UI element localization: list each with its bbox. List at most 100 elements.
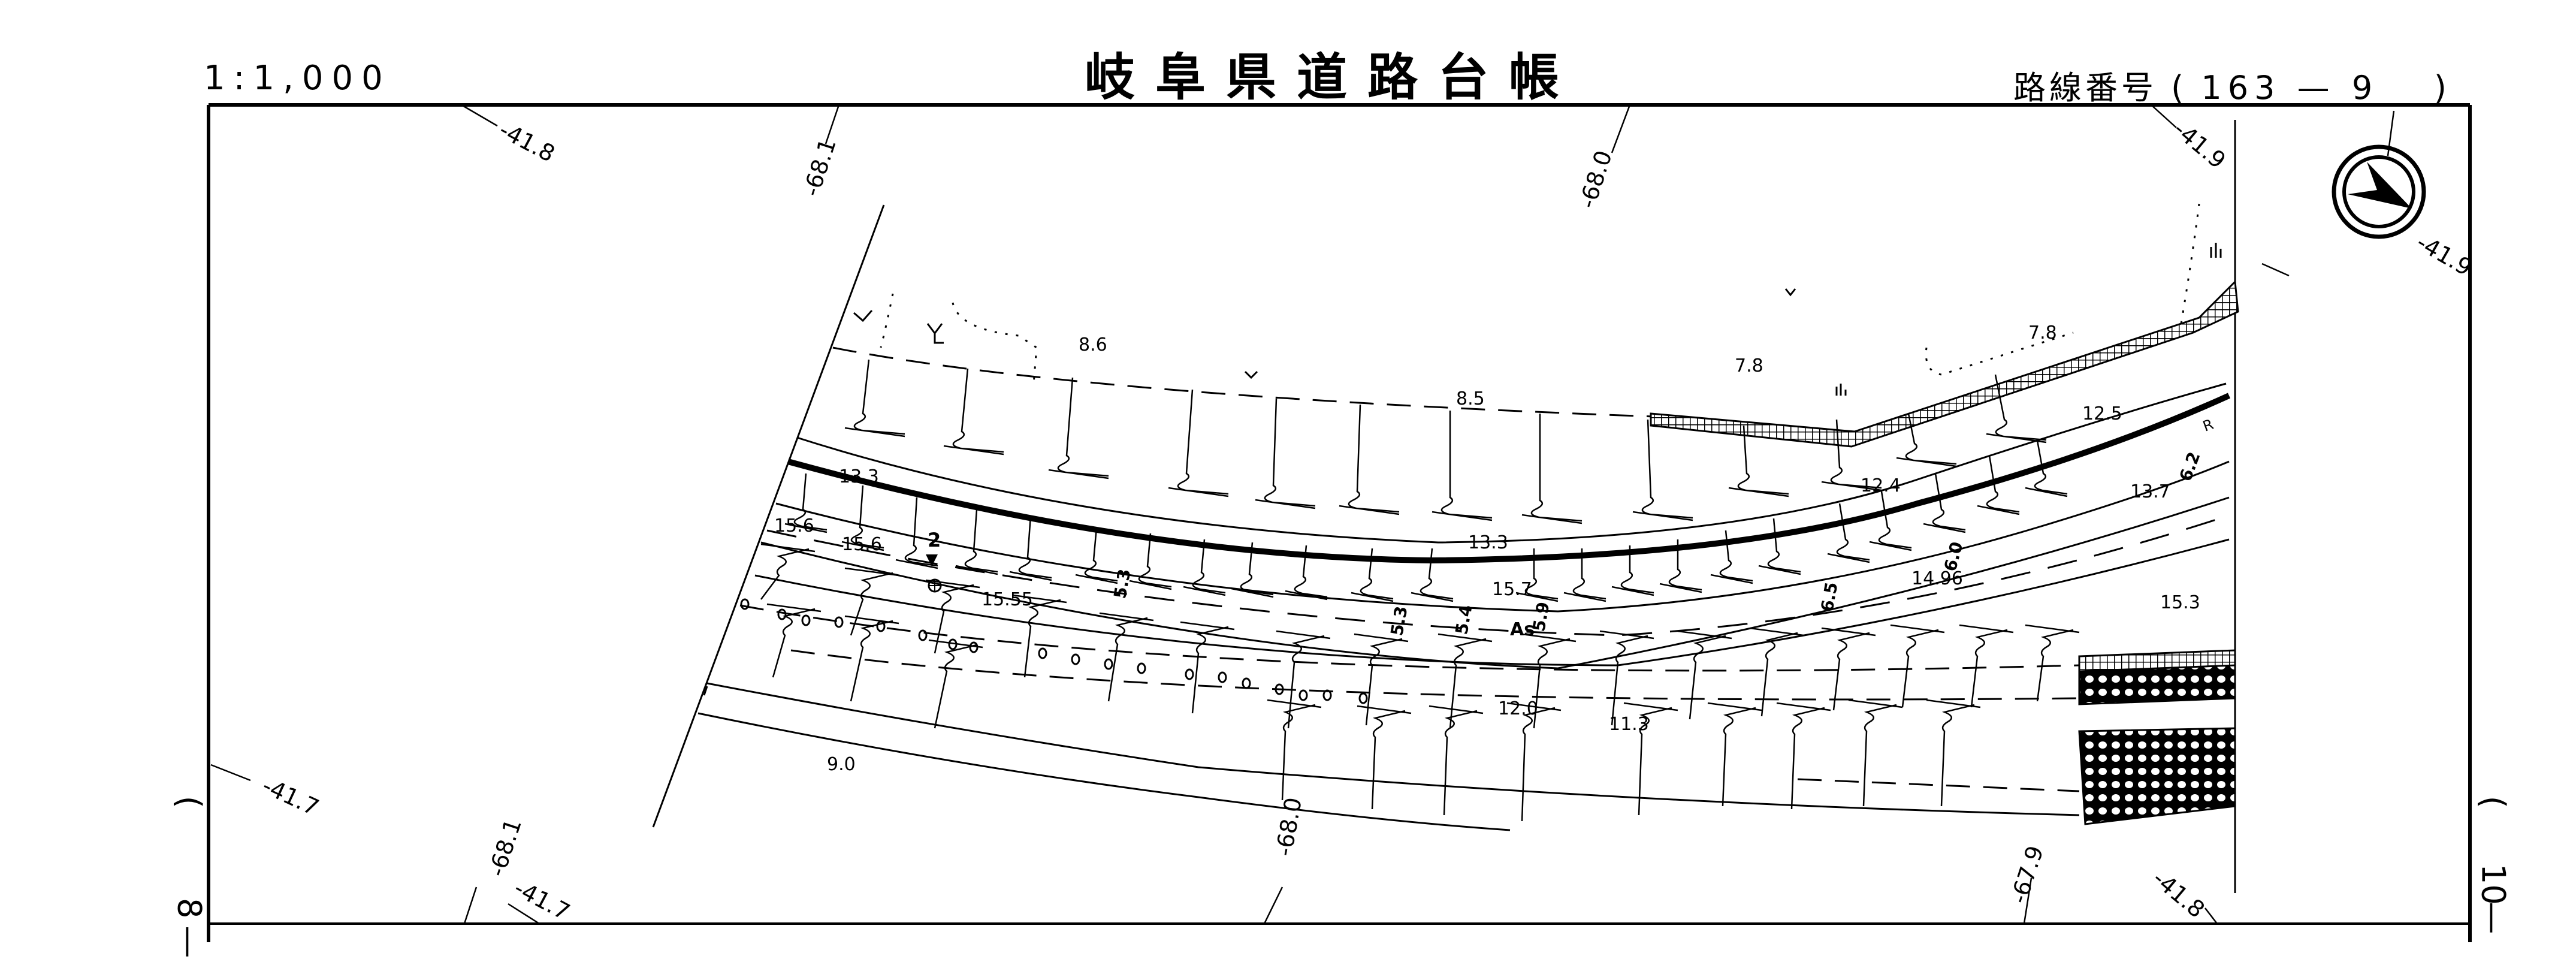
slope-symbol (1707, 702, 1762, 807)
slope-symbol (1923, 473, 1966, 533)
slope-symbol (1611, 545, 1654, 596)
drain-hole (1298, 689, 1308, 701)
route-number-value: 163 — 9 (2201, 69, 2379, 107)
grid-lines (210, 104, 2395, 925)
slope-symbol (1599, 630, 1654, 726)
slope-symbol (1659, 539, 1702, 593)
grid-label: -41.8 (495, 116, 559, 167)
slope-symbol (1521, 633, 1577, 729)
slope-symbol (895, 497, 938, 569)
slope-symbol (1632, 419, 1693, 521)
elevation-label: 15.6 (774, 515, 814, 536)
slope-symbol (1231, 542, 1274, 598)
slope-symbol (1012, 594, 1067, 678)
slope-symbol (841, 485, 884, 551)
slope-symbol (1129, 533, 1172, 590)
slope-symbol (1285, 545, 1328, 601)
elevation-label: 12.0 (1498, 698, 1538, 719)
slope-symbol (1351, 548, 1394, 602)
drain-hole (740, 598, 750, 610)
drain-hole (1218, 671, 1227, 683)
slope-symbol (1926, 699, 1981, 807)
slope-symbol (760, 543, 816, 600)
drain-holes (740, 598, 1368, 704)
elevation-label: 7.8 (2028, 322, 2057, 343)
drain-hole (918, 629, 928, 641)
page-title: 岐阜県道路台帳 (1085, 48, 1580, 107)
elevation-label: 8.6 (1079, 334, 1107, 355)
slope-symbol (1075, 527, 1118, 584)
slope-symbol (784, 473, 828, 533)
drain-hole (1137, 662, 1146, 674)
slope-symbol (1986, 374, 2047, 444)
slope-symbol (1009, 515, 1052, 581)
slope-symbols (760, 359, 2080, 822)
grid-label: -67.9 (2006, 843, 2049, 907)
slope-symbol (2025, 440, 2068, 497)
drain-hole (1071, 653, 1080, 665)
elevation-label: 15.3 (2160, 592, 2200, 613)
grid-label: -68.1 (798, 135, 841, 200)
slope-symbol (1677, 630, 1732, 720)
slope-symbol (1890, 624, 1945, 708)
width-label: 6.2 (2176, 449, 2204, 484)
slope-symbol (1869, 491, 1912, 551)
slope-symbol (1168, 389, 1229, 497)
slope-symbol (1521, 414, 1583, 524)
grid-label: -41.9 (2169, 116, 2231, 174)
slope-symbol (1896, 413, 1957, 468)
survey-marker-icon (926, 554, 938, 566)
benchmark-icon (928, 578, 942, 593)
elevation-label: 15.55 (982, 589, 1033, 610)
slope-symbol (1848, 699, 1903, 807)
slope-symbol (1977, 455, 2020, 515)
slope-symbol (1099, 612, 1154, 702)
map-scale: 1:1,000 (204, 59, 391, 98)
drain-hole (876, 620, 886, 632)
slope-symbol (844, 359, 905, 438)
width-label: 6.0 (1940, 539, 1967, 573)
elevation-label: 12.4 (1861, 475, 1901, 496)
slope-symbol (1354, 633, 1409, 726)
slope-symbol (1515, 548, 1559, 602)
elevation-label: 12.5 (2082, 403, 2122, 424)
drain-hole (1038, 647, 1047, 659)
slope-symbol (1357, 705, 1412, 810)
slope-symbol (844, 567, 899, 636)
width-label: 5.3 (1387, 605, 1411, 638)
elevation-labels: 8.6 8.5 7.8 7.8 12.5 12.4 13.3 13.3 15.6… (774, 322, 2200, 775)
surface-type-label: As (1510, 619, 1535, 640)
drain-hole (1104, 658, 1113, 670)
route-number: 路線番号 ( 163 — 9 ) (2013, 61, 2450, 108)
drain-hole (834, 616, 844, 628)
elevation-label: 14.96 (1911, 568, 1963, 589)
slope-symbol (1563, 548, 1606, 602)
drain-hole (969, 641, 979, 653)
drain-hole (948, 638, 958, 650)
elevation-label: 15.6 (842, 534, 882, 555)
slope-symbol (1623, 702, 1678, 816)
map-annotations: As 2 R (926, 416, 2216, 640)
drain-hole (1275, 683, 1284, 695)
slope-symbol (1438, 633, 1493, 729)
slope-symbol (766, 603, 822, 678)
elevation-label: 15.7 (1492, 579, 1532, 600)
stone-slope (2078, 727, 2236, 825)
drain-hole (801, 614, 811, 626)
slope-symbol (1180, 621, 1235, 714)
drain-hole (777, 608, 787, 620)
grid-label: -68.0 (1574, 147, 1617, 212)
route-label: 路線番号 (2013, 69, 2157, 107)
slope-symbol (955, 509, 998, 575)
slope-symbol (1827, 503, 1870, 563)
route-close-paren: ) (2433, 69, 2450, 107)
road-lines (652, 204, 2231, 831)
slope-symbol (1821, 627, 1876, 711)
elevation-label: 7.8 (1735, 355, 1763, 376)
drain-hole (1358, 692, 1368, 704)
slope-symbol (1183, 539, 1226, 596)
slope-symbol (1710, 530, 1753, 584)
elevation-label: 8.5 (1456, 388, 1485, 409)
fence-band (1650, 279, 2239, 448)
